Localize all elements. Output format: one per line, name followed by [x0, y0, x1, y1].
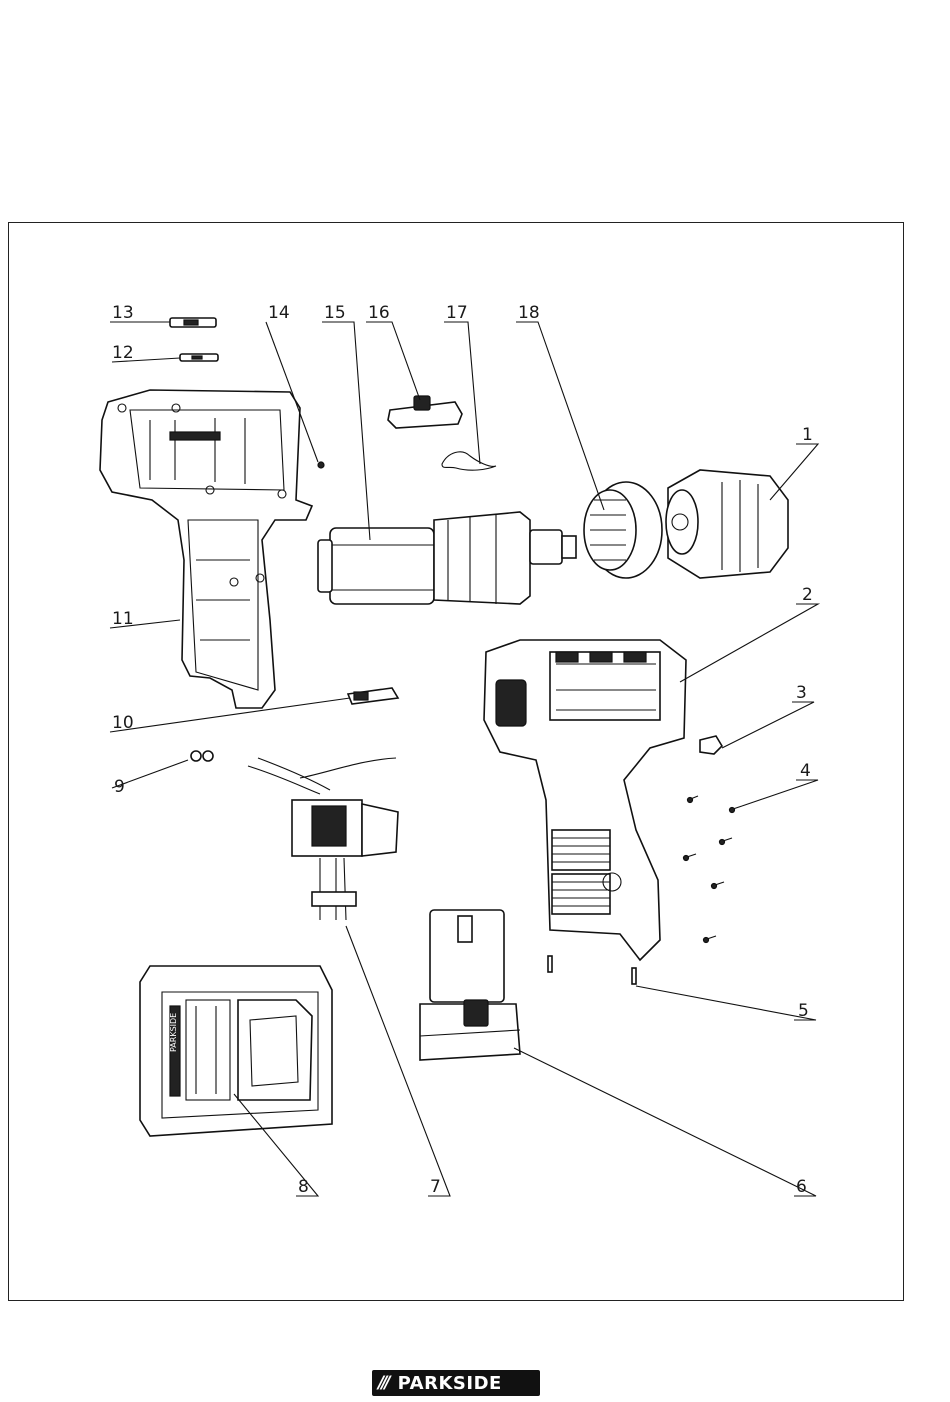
label-17: 17 — [446, 303, 468, 323]
part-13-slider — [170, 318, 216, 327]
part-4-screws — [684, 796, 743, 943]
label-18: 18 — [518, 303, 540, 323]
label-13: 13 — [112, 303, 134, 323]
label-9: 9 — [114, 777, 125, 797]
label-1: 1 — [802, 425, 813, 445]
parkside-logo: /// PARKSIDE — [372, 1370, 540, 1396]
label-11: 11 — [112, 609, 134, 629]
part-18-torque-ring — [584, 482, 662, 578]
part-17-spring-clip — [442, 452, 496, 470]
label-14: 14 — [268, 303, 290, 323]
label-8: 8 — [298, 1177, 309, 1197]
label-6: 6 — [796, 1177, 807, 1197]
part-14-ball — [318, 462, 324, 468]
label-12: 12 — [112, 343, 134, 363]
part-6-battery — [420, 910, 520, 1060]
part-1-chuck — [666, 470, 788, 578]
part-12-plate — [180, 354, 218, 361]
label-16: 16 — [368, 303, 390, 323]
part-11-housing-left — [100, 390, 312, 708]
part-2-assembled-drill — [484, 640, 686, 960]
part-15-motor-gearbox — [318, 512, 576, 604]
charger-brand-label: PARKSIDE — [169, 1013, 178, 1052]
label-5: 5 — [798, 1001, 809, 1021]
part-3-clip — [700, 736, 722, 754]
logo-slashes: /// — [378, 1373, 388, 1393]
logo-text: PARKSIDE — [398, 1373, 502, 1394]
part-9-nuts — [191, 751, 213, 761]
label-7: 7 — [430, 1177, 441, 1197]
label-4: 4 — [800, 761, 811, 781]
part-16-switch — [388, 396, 462, 428]
label-2: 2 — [802, 585, 813, 605]
part-8-charger: PARKSIDE — [140, 966, 332, 1136]
part-10-trigger-cover — [348, 688, 398, 704]
label-3: 3 — [796, 683, 807, 703]
part-5-pins — [548, 956, 636, 984]
part-7-switch-module — [248, 758, 398, 920]
label-10: 10 — [112, 713, 134, 733]
label-15: 15 — [324, 303, 346, 323]
